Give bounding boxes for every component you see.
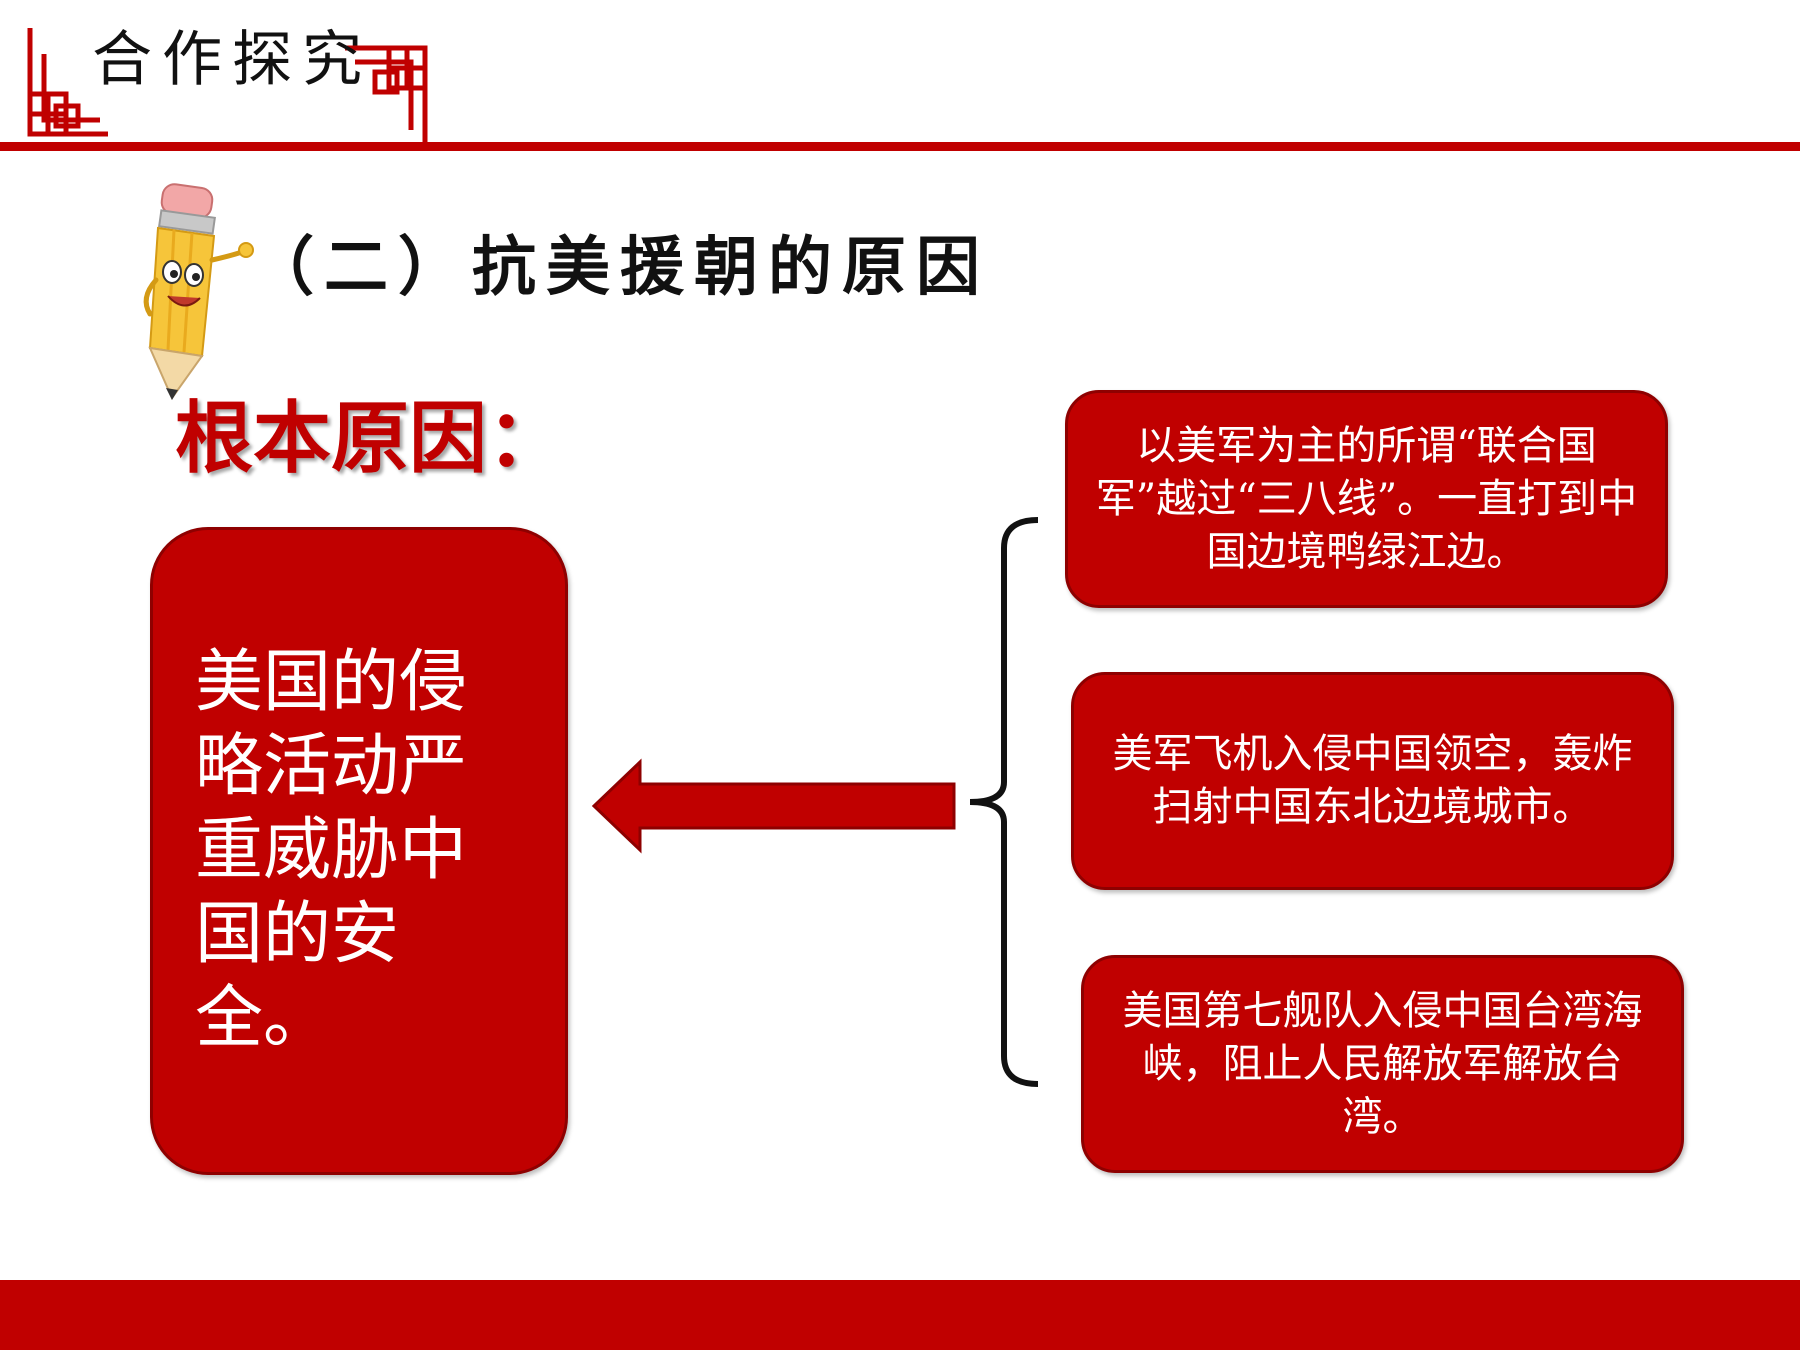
root-cause-label: 根本原因： (175, 394, 566, 484)
left-arrow-icon (591, 758, 956, 854)
curly-brace-icon (969, 517, 1039, 1087)
reason-box-2: 美军飞机入侵中国领空，轰炸扫射中国东北边境城市。 (1071, 672, 1674, 890)
footer-bar (0, 1280, 1800, 1350)
header-divider (0, 142, 1800, 151)
reason-text-1: 以美军为主的所谓“联合国军”越过“三八线”。一直打到中国边境鸭绿江边。 (1095, 422, 1638, 575)
reason-box-1: 以美军为主的所谓“联合国军”越过“三八线”。一直打到中国边境鸭绿江边。 (1065, 390, 1668, 608)
reason-text-3: 美国第七舰队入侵中国台湾海峡，阻止人民解放军解放台湾。 (1122, 987, 1643, 1140)
reason-text-2: 美军飞机入侵中国领空，轰炸扫射中国东北边境城市。 (1112, 731, 1633, 830)
header-title: 合作探究 (92, 25, 372, 95)
reason-box-3: 美国第七舰队入侵中国台湾海峡，阻止人民解放军解放台湾。 (1081, 955, 1684, 1173)
lattice-corner-ornament-right (345, 45, 428, 144)
root-cause-text: 美国的侵略活动严重威胁中国的安全。 (195, 643, 468, 1058)
section-title: （二）抗美援朝的原因 (250, 231, 990, 305)
lattice-corner-ornament-left (27, 28, 108, 137)
pencil-mascot-icon (143, 183, 254, 401)
root-cause-box: 美国的侵略活动严重威胁中国的安全。 (150, 527, 568, 1175)
